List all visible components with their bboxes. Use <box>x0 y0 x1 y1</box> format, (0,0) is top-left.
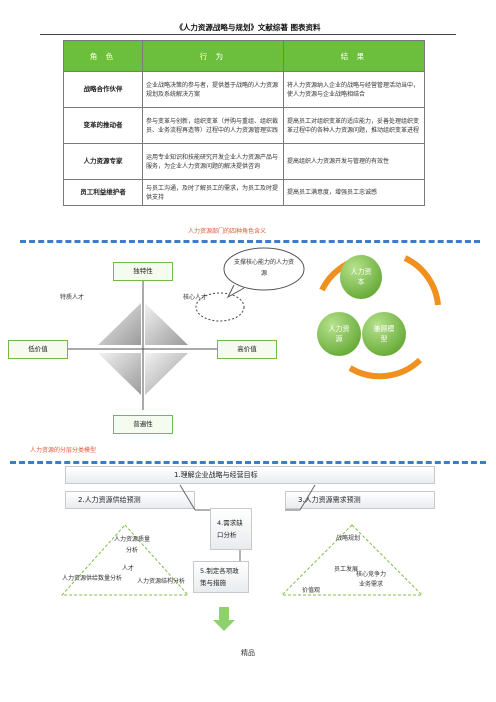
result-cell: 提高员工满意度，增强员工忠诚感 <box>283 179 425 206</box>
cycle-node-resource-label: 人力资源 <box>328 325 350 343</box>
role-cell: 员工利益维护者 <box>63 179 143 206</box>
table-row: 变革的推动者 参与变革与创新，组织变革（并购与重组、组织裁员、业务流程再造等）过… <box>63 107 425 144</box>
title-divider <box>40 34 456 35</box>
cycle-node-model: 兼顾模型 <box>362 312 406 356</box>
table-header-role: 角 色 <box>63 40 143 72</box>
model-caption: 人力资源的分层分类模型 <box>30 447 97 454</box>
callout-text: 支撑核心能力的人力资源 <box>233 259 294 277</box>
axis-bottom-label: 普遍性 <box>113 415 173 434</box>
quadrant-label-core: 核心人才 <box>183 294 208 301</box>
result-cell: 将人力资源纳入企业的战略与经营管理活动当中，使人力资源与企业战略相结合 <box>283 71 425 108</box>
supply-item: 人才 <box>122 565 135 572</box>
supply-item: 人力资源供给数量分析 <box>62 575 123 582</box>
action-cell: 运用专业知识和技能研究开发企业人力资源产品与服务，为企业人力资源问题的解决提供咨… <box>142 143 284 180</box>
cycle-node-model-label: 兼顾模型 <box>373 325 395 343</box>
supply-item: 人力资源结构分析 <box>137 578 186 585</box>
layering-model: 独特性 普遍性 低价值 高价值 特质人才 核心人才 支撑核心能力的人力资源 <box>0 245 496 440</box>
table-row: 员工利益维护者 与员工沟通，及时了解员工的需求，为员工及时提供支持 提高员工满意… <box>63 179 425 206</box>
cycle-node-capital: 人力资本 <box>340 255 382 299</box>
cycle-node-resource: 人力资源 <box>317 312 361 356</box>
role-cell: 战略合作伙伴 <box>63 71 143 108</box>
flow-step-2: 2.人力资源供给预测 <box>65 491 195 509</box>
table-header-action: 行 为 <box>142 40 284 72</box>
axis-top-label: 独特性 <box>113 262 173 281</box>
table-caption: 人力资源部门的四种角色含义 <box>188 228 267 235</box>
roles-table: 角 色 行 为 结 果 战略合作伙伴 企业战略决策的参与者，提供基于战略的人力资… <box>63 40 425 206</box>
down-arrow-icon <box>213 607 235 631</box>
demand-item: 价值观 <box>302 587 321 594</box>
supply-item: 人力资源质量分析 <box>113 536 150 554</box>
callout-bubble <box>223 247 305 299</box>
flow-connectors <box>60 484 424 596</box>
matrix-shape <box>50 275 230 410</box>
flow-step-4: 4.需求缺口分析 <box>210 508 252 550</box>
cycle-node-capital-label: 人力资本 <box>350 268 372 286</box>
result-cell: 提高组织人力资源开发与管理的有效性 <box>283 143 425 180</box>
action-cell: 企业战略决策的参与者，提供基于战略的人力资源规划及系统解决方案 <box>142 71 284 108</box>
footer-text: 精品 <box>241 649 255 657</box>
action-cell: 与员工沟通，及时了解员工的需求，为员工及时提供支持 <box>142 179 284 206</box>
action-cell: 参与变革与创新，组织变革（并购与重组、组织裁员、业务流程再造等）过程中的人力资源… <box>142 107 284 144</box>
flow-step-3: 3.人力资源需求预测 <box>285 491 435 509</box>
table-header-result: 结 果 <box>283 40 425 72</box>
result-cell: 提高员工对组织变革的适应能力，妥善处理组织变革过程中的各种人力资源问题，推动组织… <box>283 107 425 144</box>
axis-left-label: 低价值 <box>8 340 68 359</box>
demand-item: 员工发展 <box>334 566 359 573</box>
section-divider <box>10 461 486 464</box>
quadrant-label-special: 特质人才 <box>60 294 85 301</box>
section-divider <box>20 240 480 243</box>
table-row: 战略合作伙伴 企业战略决策的参与者，提供基于战略的人力资源规划及系统解决方案 将… <box>63 71 425 108</box>
dashed-ellipse <box>195 292 245 322</box>
axis-right-label: 高价值 <box>217 340 277 359</box>
role-cell: 变革的推动者 <box>63 107 143 144</box>
flow-step-5: 5.制定各项政策与措施 <box>193 561 249 593</box>
demand-item: 核心竞争力业务需求 <box>355 571 386 588</box>
role-cell: 人力资源专家 <box>63 143 143 180</box>
demand-item: 战略规划 <box>336 535 361 542</box>
flow-step-1: 1.理解企业战略与经营目标 <box>65 466 435 484</box>
table-row: 人力资源专家 运用专业知识和技能研究开发企业人力资源产品与服务，为企业人力资源问… <box>63 143 425 180</box>
document-title: 《人力资源战略与规划》文献综著 图表资料 <box>175 23 321 32</box>
cycle-diagram: 人力资本 人力资源 兼顾模型 <box>310 250 450 380</box>
